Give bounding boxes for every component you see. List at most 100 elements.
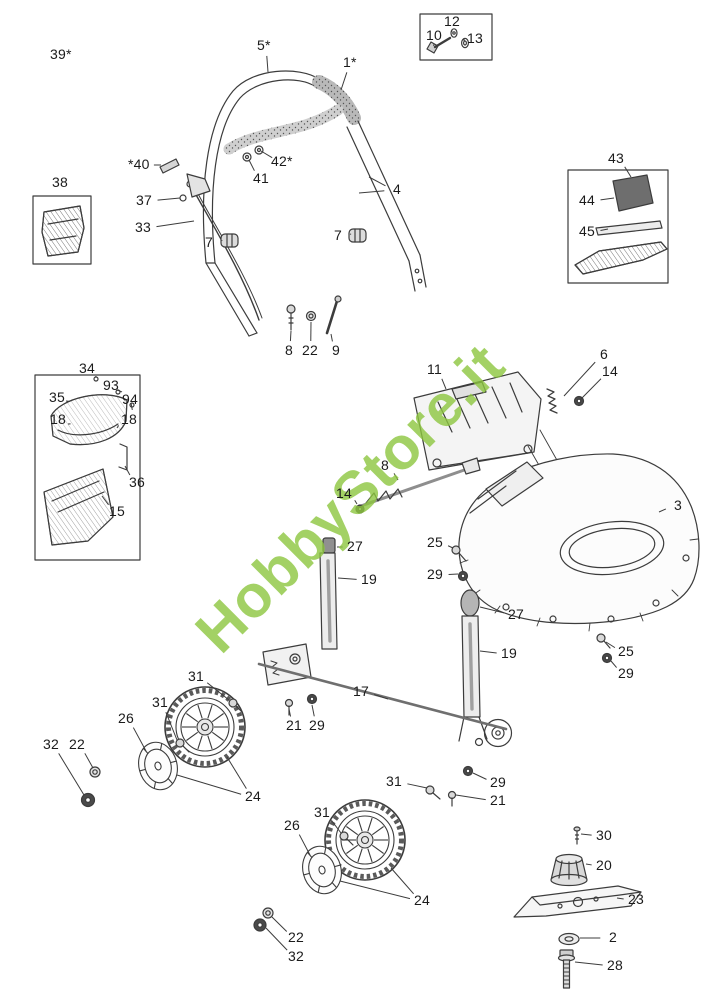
leader-line-94 <box>130 402 133 411</box>
leader-line-24b <box>339 880 411 900</box>
mulch-kit-box <box>34 374 141 561</box>
leader-line-24b <box>390 867 414 895</box>
leader-line-31d <box>331 820 342 834</box>
leader-line-29b <box>610 660 617 668</box>
leader-line-23 <box>616 897 624 900</box>
screw-25-right <box>596 633 611 649</box>
hardware-kit-box <box>419 13 493 61</box>
screw-25-left <box>451 545 467 562</box>
knob-7-left <box>220 233 239 248</box>
lower-handle-left-tube <box>205 262 258 337</box>
leader-line-17 <box>374 694 389 700</box>
leader-line-32a <box>58 753 85 796</box>
leader-line-43 <box>624 166 632 178</box>
leader-line-24a <box>226 756 247 789</box>
leader-line-44 <box>600 197 615 201</box>
leader-line-21a <box>288 708 292 717</box>
leader-line-36 <box>124 465 131 476</box>
leader-line-5 <box>266 55 269 73</box>
leader-line-28 <box>574 961 603 966</box>
mower-deck <box>458 453 700 632</box>
handle-foam-sleeve <box>223 104 344 155</box>
nut-22-left <box>89 766 101 778</box>
leader-line-26b <box>298 834 311 856</box>
handle-clamp <box>179 173 211 202</box>
nut-22 <box>305 310 317 322</box>
leader-line-31a <box>206 682 230 701</box>
leader-line-42 <box>260 150 273 159</box>
nut-29-c <box>306 693 318 705</box>
handle-grip <box>312 75 361 125</box>
leader-line-37 <box>157 197 181 201</box>
leader-line-15 <box>101 495 109 506</box>
rear-flap <box>413 371 559 475</box>
leader-line-25a <box>447 545 454 549</box>
bolt-31-c <box>425 785 441 800</box>
leader-lines <box>58 29 667 966</box>
washers-41-42 <box>242 145 264 162</box>
kit-38-box <box>32 195 92 265</box>
bolt-31-b <box>175 738 190 753</box>
bolt-28 <box>557 949 576 989</box>
leader-line-24a <box>176 774 242 795</box>
leader-line-8b <box>393 473 399 481</box>
washer-2 <box>558 932 580 946</box>
leader-line-1 <box>340 72 348 91</box>
spring-6 <box>546 388 558 414</box>
leader-line-25b <box>605 641 616 649</box>
knob-7-right <box>348 228 367 243</box>
leader-line-14a <box>580 378 602 400</box>
bolt-31-d <box>339 831 354 846</box>
nut-29-d <box>462 765 474 777</box>
leader-line-19b <box>479 650 497 654</box>
washer-32-bottom <box>253 918 267 932</box>
screw-30 <box>573 826 581 845</box>
blade-hub-20 <box>550 853 588 887</box>
bolt-21-b <box>447 790 457 807</box>
leader-line-27b <box>479 606 505 614</box>
nut-29-right <box>601 652 613 664</box>
leader-line-45 <box>600 228 609 232</box>
leader-line-32b <box>265 927 288 951</box>
leader-line-41 <box>248 159 255 171</box>
control-cable <box>186 180 263 321</box>
bolt-31-a <box>228 698 243 713</box>
leader-line-4 <box>358 190 385 194</box>
nut-22-bottom <box>262 907 274 919</box>
leader-line-30 <box>580 833 592 836</box>
lower-handle-right-tube <box>346 120 427 292</box>
bolt-21-a <box>284 698 294 716</box>
leader-line-18b <box>116 425 120 429</box>
washer-32-left <box>80 792 96 808</box>
pivot-rod-assembly <box>355 457 481 514</box>
leader-line-3 <box>658 508 667 513</box>
leader-line-14b <box>354 500 358 505</box>
leader-line-31b <box>165 711 178 741</box>
height-lever-front <box>262 537 338 686</box>
leader-line-22b <box>84 753 94 769</box>
leader-line-6 <box>563 361 596 397</box>
blade-23 <box>513 885 642 918</box>
bolt-9 <box>325 295 342 335</box>
leader-line-11 <box>441 378 447 390</box>
leader-line-33 <box>156 220 195 228</box>
bolt-40 <box>159 158 180 174</box>
leader-line-34 <box>94 375 97 378</box>
leader-line-19a <box>337 577 357 580</box>
leader-line-21b <box>455 794 486 801</box>
leader-line-93 <box>116 389 123 393</box>
leader-line-29d <box>472 772 487 780</box>
leader-line-31c <box>407 783 428 789</box>
leader-line-22c <box>271 916 288 932</box>
upper-handle-tube <box>202 70 320 264</box>
leader-line-29c <box>311 704 315 717</box>
leader-line-8a <box>289 330 292 342</box>
leader-line-26a <box>132 727 147 752</box>
leader-line-29a <box>448 573 459 576</box>
link-rod-17 <box>257 662 508 731</box>
bolt-8 <box>286 304 296 331</box>
kit-43-box <box>567 169 669 284</box>
height-lever-rear <box>458 589 513 748</box>
